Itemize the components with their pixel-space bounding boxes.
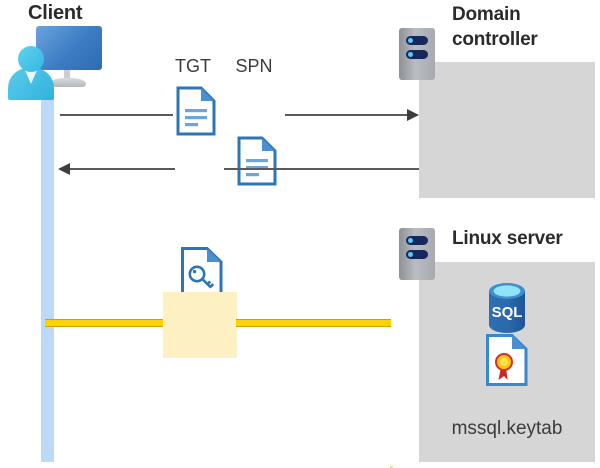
flow-request-arrowhead: [407, 109, 419, 121]
domain-controller-server-rack-icon: [399, 28, 435, 80]
domain-controller-title: Domain controller: [452, 4, 538, 50]
tgt-document-icon: [176, 86, 600, 136]
document-key-icon: [181, 247, 223, 299]
document-lines-icon: [176, 86, 216, 136]
sql-database-icon: SQL: [483, 281, 531, 340]
spn-label: SPN: [235, 56, 273, 76]
certificate-icon: [486, 334, 528, 386]
server-led-bar-icon: [406, 236, 428, 245]
linux-server-rack-icon: [399, 228, 435, 280]
linux-server-title: Linux server: [452, 228, 563, 249]
person-head-icon: [18, 46, 44, 72]
flow-ticket-yellow-segment-2: [236, 319, 391, 327]
keytab-filename-label: mssql.keytab: [451, 418, 563, 439]
server-led-bar-icon: [406, 250, 428, 259]
domain-controller-panel: [419, 62, 595, 198]
person-collar-icon: [24, 68, 38, 84]
tgt-label: TGT: [175, 56, 211, 76]
client-title: Client: [28, 2, 83, 24]
client-workstation-icon: [8, 26, 104, 100]
flow-reply-line-segment-1: [70, 168, 175, 170]
flow-reply-line-segment-2: [224, 168, 419, 170]
sql-label: SQL: [492, 304, 523, 321]
monitor-base-icon: [50, 78, 86, 87]
flow-request-line-segment-2: [285, 114, 409, 116]
monitor-neck-icon: [64, 70, 70, 80]
client-lifeline: [41, 82, 54, 462]
flow-request-line-segment-1: [60, 114, 173, 116]
flow-ticket-yellow-segment-1: [45, 319, 165, 327]
certificate-document-icon: [485, 333, 600, 387]
spn-document-icon: [237, 136, 600, 186]
server-led-bar-icon: [406, 50, 428, 59]
server-led-bar-icon: [406, 36, 428, 45]
database-cylinder-icon: SQL: [489, 283, 525, 333]
flow-reply-arrowhead: [58, 163, 70, 175]
document-lines-icon: [237, 136, 277, 186]
flow-ticket-yellow-arrowhead: [390, 466, 412, 468]
monitor-screen-icon: [36, 26, 102, 70]
service-ticket-key-document-icon: [180, 246, 600, 300]
service-ticket-highlight-box: [163, 292, 237, 358]
